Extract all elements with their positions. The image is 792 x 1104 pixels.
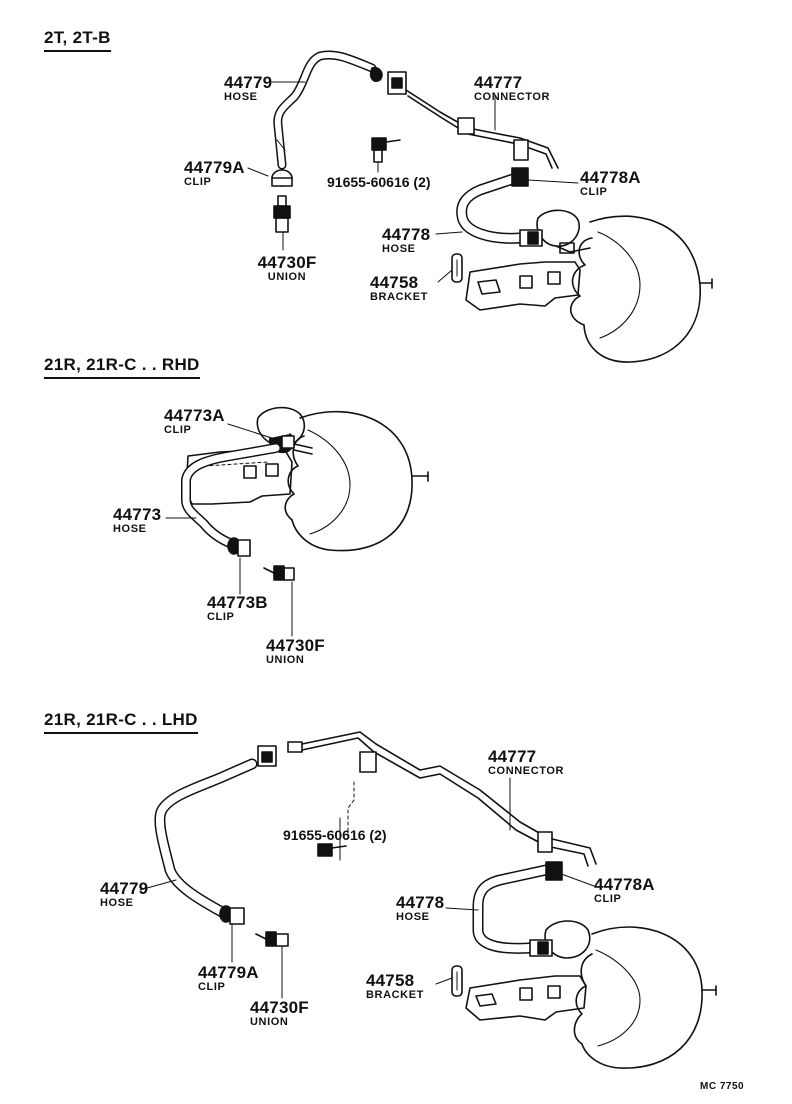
union-44730F-2 xyxy=(263,565,295,581)
part-name: UNION xyxy=(266,654,305,666)
brake-booster-3 xyxy=(544,920,717,1069)
footer-code: MC 7750 xyxy=(700,1081,745,1092)
label-44779-hose-1: 44779 HOSE xyxy=(224,74,272,103)
leaders-3 xyxy=(139,777,595,999)
leaders-2 xyxy=(165,423,293,637)
label-44778A-clip-3: 44778A CLIP xyxy=(594,876,655,905)
part-name: CLIP xyxy=(198,981,226,993)
label-44730F-union-3: 44730F UNION xyxy=(250,999,309,1028)
label-91655-bolt-1: 91655-60616 (2) xyxy=(327,174,431,190)
label-44779A-clip-3: 44779A CLIP xyxy=(198,964,259,993)
brake-booster-2 xyxy=(256,406,429,552)
label-44758-bracket-1: 44758 BRACKET xyxy=(370,274,428,303)
label-44730F-union-2: 44730F UNION xyxy=(266,637,325,666)
section-title-2t: 2T, 2T-B xyxy=(44,28,111,52)
part-name: CLIP xyxy=(594,893,622,905)
part-number: 44758 xyxy=(366,971,415,990)
part-number: 44773 xyxy=(113,505,162,524)
part-name: HOSE xyxy=(396,911,430,923)
label-44758-bracket-3: 44758 BRACKET xyxy=(366,972,424,1001)
hose-44778-3 xyxy=(472,861,563,957)
label-91655-bolt-3: 91655-60616 (2) xyxy=(283,827,387,843)
clip-44779A-3 xyxy=(219,905,245,925)
part-name: UNION xyxy=(267,271,307,283)
connector-44777-3 xyxy=(257,731,597,867)
part-name: HOSE xyxy=(100,897,134,909)
hose-44779-1 xyxy=(273,50,377,170)
part-number: 44730F xyxy=(266,636,325,655)
part-name: CLIP xyxy=(164,424,192,436)
label-44730F-union-1: 44730F UNION xyxy=(258,254,317,283)
part-name: UNION xyxy=(250,1016,289,1028)
union-44730F-1 xyxy=(273,195,291,233)
clip-44779A-1 xyxy=(271,169,293,187)
bolt-91655-1 xyxy=(371,137,401,163)
part-number: 44758 xyxy=(370,273,419,292)
part-name: HOSE xyxy=(113,523,147,535)
label-44778-hose-1: 44778 HOSE xyxy=(382,226,430,255)
label-44778A-clip-1: 44778A CLIP xyxy=(580,169,641,198)
section-1-drawing xyxy=(247,50,713,363)
bracket-44758-3 xyxy=(451,965,463,997)
bolt-91655-3 xyxy=(317,781,355,857)
label-44777-connector-1: 44777 CONNECTOR xyxy=(474,74,550,103)
part-name: CLIP xyxy=(207,611,235,623)
part-number: 44730F xyxy=(257,253,317,272)
section-2-drawing xyxy=(165,406,429,637)
bracket-1 xyxy=(465,261,581,311)
part-number: 44777 xyxy=(488,747,537,766)
label-44773-hose: 44773 HOSE xyxy=(113,506,161,535)
part-name: BRACKET xyxy=(370,291,428,303)
hose-44773 xyxy=(181,443,281,549)
part-number: 44779 xyxy=(224,73,273,92)
label-44773B-clip: 44773B CLIP xyxy=(207,594,268,623)
part-number: 44779A xyxy=(198,963,259,982)
hose-44778-1 xyxy=(456,167,543,247)
label-44777-connector-3: 44777 CONNECTOR xyxy=(488,748,564,777)
part-name: CLIP xyxy=(580,186,608,198)
bracket-3 xyxy=(465,975,587,1021)
union-44730F-3 xyxy=(255,931,289,947)
connector-44777-1 xyxy=(369,66,559,169)
part-name: HOSE xyxy=(382,243,416,255)
leaders-1 xyxy=(247,81,579,283)
part-name: HOSE xyxy=(224,91,258,103)
part-number: 44779A xyxy=(184,158,245,177)
label-44773A-clip: 44773A CLIP xyxy=(164,407,225,436)
section-3-drawing xyxy=(139,731,717,1069)
part-name: CONNECTOR xyxy=(474,91,551,103)
part-number: 44773B xyxy=(207,593,268,612)
label-44779A-clip-1: 44779A CLIP xyxy=(184,159,245,188)
part-number: 44778A xyxy=(580,168,641,187)
part-number: 44778A xyxy=(594,875,655,894)
section-title-rhd: 21R, 21R-C . . RHD xyxy=(44,355,200,379)
clip-44773B xyxy=(227,537,251,557)
hose-44779-3 xyxy=(154,758,258,918)
part-name: CONNECTOR xyxy=(488,765,565,777)
part-number: 44778 xyxy=(396,893,445,912)
label-44779-hose-3: 44779 HOSE xyxy=(100,880,148,909)
part-number: 44777 xyxy=(474,73,523,92)
brake-booster-1 xyxy=(536,209,713,363)
part-number: 44778 xyxy=(382,225,431,244)
label-44778-hose-3: 44778 HOSE xyxy=(396,894,444,923)
part-number: 44779 xyxy=(100,879,149,898)
part-name: BRACKET xyxy=(366,989,424,1001)
bracket-44758-1 xyxy=(451,253,463,283)
part-number: 44730F xyxy=(250,998,309,1017)
section-title-lhd: 21R, 21R-C . . LHD xyxy=(44,710,198,734)
part-name: CLIP xyxy=(184,176,212,188)
part-number: 44773A xyxy=(164,406,225,425)
